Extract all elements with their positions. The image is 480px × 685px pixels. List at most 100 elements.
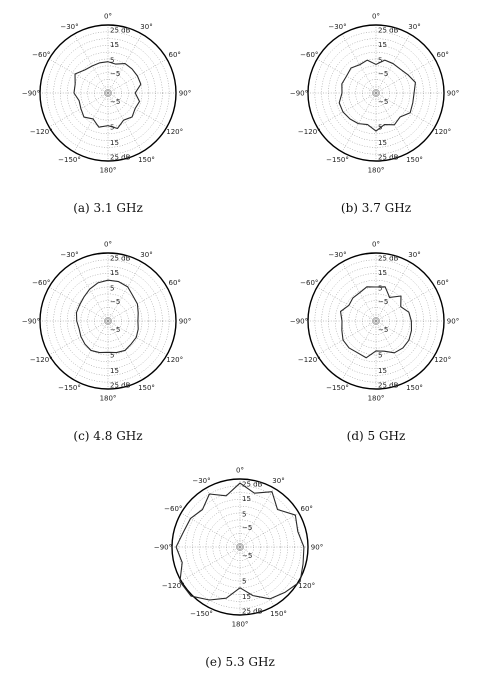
angle-tick-label: 30° xyxy=(140,23,152,31)
angle-tick-label: −30° xyxy=(60,251,78,259)
grid-spoke xyxy=(180,546,241,582)
grid-ring xyxy=(368,85,384,101)
polar-plot-b: 0°30°60°90°120°150°180°−150°−120°−90°−60… xyxy=(290,13,459,175)
angle-tick-label: 90° xyxy=(311,544,323,552)
angle-tick-label: 150° xyxy=(270,610,287,618)
pattern-series-line xyxy=(175,482,305,601)
radial-tick-label: 25 dB xyxy=(110,27,131,35)
radial-tick-label: 5 xyxy=(242,511,246,519)
polar-grid xyxy=(40,25,176,161)
angle-tick-label: 180° xyxy=(232,621,249,629)
radial-tick-label: −5 xyxy=(110,98,120,106)
radial-tick-label: 15 xyxy=(242,495,251,503)
angle-tick-label: 60° xyxy=(168,279,180,287)
angle-tick-label: −120° xyxy=(30,128,53,136)
grid-spoke xyxy=(341,261,377,322)
grid-ring xyxy=(66,279,150,363)
angle-tick-label: −90° xyxy=(22,318,40,326)
radial-tick-label: 25 dB xyxy=(378,27,399,35)
grid-ring xyxy=(334,279,418,363)
grid-ring xyxy=(321,38,431,148)
radial-tick-label: −5 xyxy=(110,298,120,306)
grid-ring xyxy=(100,313,116,329)
angle-tick-label: −60° xyxy=(32,51,50,59)
grid-spoke xyxy=(180,512,241,548)
grid-ring xyxy=(87,300,129,342)
outer-circle xyxy=(39,24,177,162)
radial-tick-label: −5 xyxy=(378,326,388,334)
grid-spoke xyxy=(205,546,241,607)
angle-tick-label: 90° xyxy=(179,90,191,98)
angle-tick-label: −120° xyxy=(30,356,53,364)
grid-spoke xyxy=(73,261,109,322)
grid-ring xyxy=(355,300,397,342)
polar-plot-c: 0°30°60°90°120°150°180°−150°−120°−90°−60… xyxy=(22,241,191,403)
angle-tick-label: 180° xyxy=(100,167,117,175)
radial-tick-label: 15 xyxy=(378,367,387,375)
angle-tick-label: 30° xyxy=(408,251,420,259)
polar-chart-e: 0°30°60°90°120°150°180°−150°−120°−90°−60… xyxy=(150,459,330,674)
radial-tick-label: 5 xyxy=(378,351,382,359)
center-ring xyxy=(105,90,111,96)
radial-tick-label: 15 xyxy=(110,41,119,49)
radial-tick-label: −5 xyxy=(378,298,388,306)
grid-spoke xyxy=(205,487,241,548)
center-ring xyxy=(106,319,110,323)
angle-tick-label: 120° xyxy=(434,356,451,364)
grid-ring xyxy=(80,293,136,349)
radial-tick-label: 5 xyxy=(110,351,114,359)
angle-tick-label: 120° xyxy=(166,356,183,364)
radial-tick-label: 15 xyxy=(110,367,119,375)
grid-spoke xyxy=(375,92,411,153)
grid-ring xyxy=(368,313,384,329)
angle-tick-label: 30° xyxy=(272,477,284,485)
pattern-series-line xyxy=(339,286,413,359)
grid-spoke xyxy=(316,92,377,128)
angle-tick-label: 0° xyxy=(372,13,380,21)
radial-tick-label: 25 dB xyxy=(110,153,131,161)
grid-ring xyxy=(314,259,438,383)
angle-tick-label: 150° xyxy=(138,156,155,164)
center-ring xyxy=(373,318,379,324)
grid-spoke xyxy=(107,92,143,153)
grid-ring xyxy=(100,85,116,101)
grid-ring xyxy=(178,485,302,609)
angle-tick-label: 150° xyxy=(406,384,423,392)
grid-spoke xyxy=(341,92,377,153)
angle-tick-label: −60° xyxy=(164,505,182,513)
pattern-series-line xyxy=(338,59,416,132)
grid-spoke xyxy=(375,320,436,356)
grid-spoke xyxy=(375,92,436,128)
angle-tick-label: 120° xyxy=(166,128,183,136)
grid-ring xyxy=(348,293,404,349)
radial-tick-label: −5 xyxy=(110,326,120,334)
angle-tick-label: 120° xyxy=(434,128,451,136)
angle-tick-label: −120° xyxy=(162,582,185,590)
radial-tick-label: −5 xyxy=(242,552,252,560)
angle-tick-label: 0° xyxy=(104,13,112,21)
outer-circle xyxy=(307,252,445,390)
angle-tick-label: 180° xyxy=(100,395,117,403)
grid-spoke xyxy=(375,58,436,94)
radial-tick-label: 15 xyxy=(110,139,119,147)
angle-tick-label: 120° xyxy=(298,582,315,590)
angle-tick-label: 90° xyxy=(447,90,459,98)
grid-spoke xyxy=(48,320,109,356)
angle-tick-label: −60° xyxy=(32,279,50,287)
pattern-series-line xyxy=(75,279,139,354)
grid-spoke xyxy=(48,58,109,94)
radial-tick-label: 15 xyxy=(110,269,119,277)
grid-spoke xyxy=(375,261,411,322)
grid-spoke xyxy=(239,546,275,607)
angle-tick-label: 150° xyxy=(406,156,423,164)
caption-c: (c) 4.8 GHz xyxy=(73,429,143,443)
radial-tick-label: 25 dB xyxy=(110,255,131,263)
angle-tick-label: −150° xyxy=(326,156,349,164)
caption-a: (a) 3.1 GHz xyxy=(73,201,143,215)
grid-spoke xyxy=(48,286,109,322)
polar-chart-a: 0°30°60°90°120°150°180°−150°−120°−90°−60… xyxy=(18,5,198,220)
center-ring xyxy=(374,91,378,95)
caption-e: (e) 5.3 GHz xyxy=(205,655,275,669)
radial-tick-label: 5 xyxy=(378,285,382,293)
grid-spoke xyxy=(341,33,377,94)
